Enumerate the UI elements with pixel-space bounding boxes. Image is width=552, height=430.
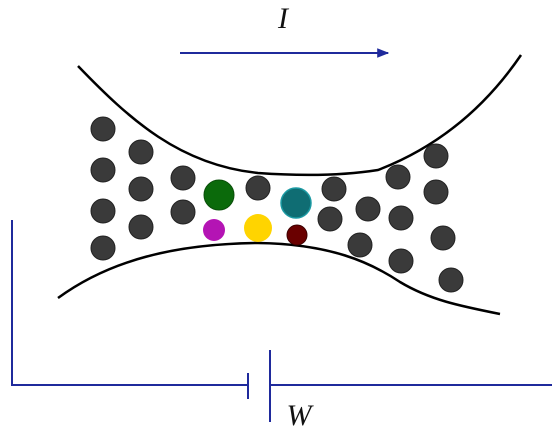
green-particle	[203, 179, 235, 211]
particle	[128, 139, 154, 165]
particle	[170, 165, 196, 191]
lower-wall	[57, 241, 501, 316]
particle	[128, 214, 154, 240]
current-label: I	[277, 2, 290, 35]
particle	[128, 176, 154, 202]
particle	[423, 143, 449, 169]
upper-wall	[77, 54, 523, 177]
particle	[388, 248, 414, 274]
particle	[245, 175, 271, 201]
particle	[388, 205, 414, 231]
particle	[385, 164, 411, 190]
left-wire	[11, 220, 248, 386]
particle	[355, 196, 381, 222]
particle	[321, 176, 347, 202]
particle	[430, 225, 456, 251]
background-particles	[90, 116, 464, 293]
colored-particles	[203, 179, 312, 246]
magenta-particle	[203, 219, 225, 241]
particle	[90, 235, 116, 261]
particle	[90, 116, 116, 142]
work-label: W	[287, 399, 315, 430]
particle	[90, 157, 116, 183]
circuit	[11, 220, 552, 422]
maroon-particle	[286, 224, 308, 246]
yellow-particle	[244, 214, 272, 242]
particle	[347, 232, 373, 258]
particle	[90, 198, 116, 224]
particle	[423, 179, 449, 205]
particle	[317, 206, 343, 232]
particle	[170, 199, 196, 225]
particle	[438, 267, 464, 293]
teal-particle	[280, 187, 312, 219]
